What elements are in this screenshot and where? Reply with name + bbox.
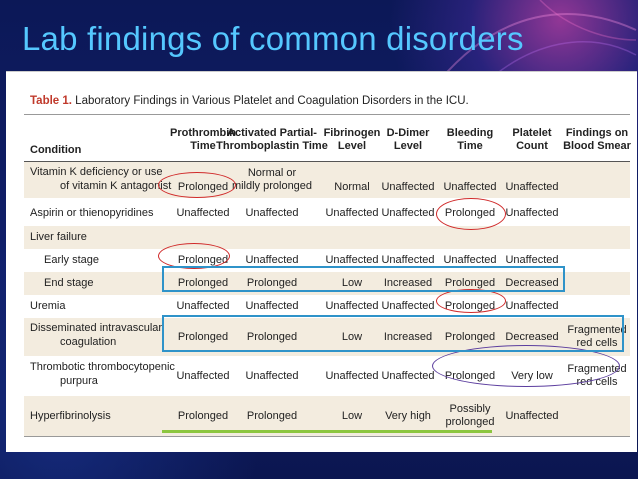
cell-dd: Increased [383,277,433,289]
table-caption-text: Laboratory Findings in Various Platelet … [75,95,469,107]
row-condition-cont: purpura [60,375,98,387]
header-dd: D-Dimer Level [386,127,430,152]
cell-bt: Prolonged [444,330,496,343]
cell-aptt: Prolonged [246,277,298,289]
cell-dd: Very high [385,409,431,422]
header-rule [24,161,630,162]
cell-bt: Unaffected [443,254,497,266]
cell-aptt: Unaffected [245,207,299,219]
row-condition: Vitamin K deficiency or use [30,166,163,178]
cell-fib: Normal [334,181,370,193]
highlight-box-dic [162,315,624,352]
slide-title: Lab findings of common disorders [22,20,524,57]
cell-aptt: Unaffected [245,254,299,266]
cell-pt: Unaffected [176,369,230,382]
cell-smear: Fragmented red cells [567,324,627,349]
header-condition: Condition [30,144,82,156]
highlight-ellipse-pt-vitk [158,172,236,198]
cell-dd: Increased [383,330,433,343]
cell-dd: Unaffected [381,207,435,219]
header-aptt: Activated Partial- Thromboplastin Time [216,127,328,152]
cell-plt: Unaffected [505,207,559,219]
row-condition-cont: coagulation [60,336,117,348]
cell-dd: Unaffected [381,369,435,382]
cell-fib: Low [341,409,363,422]
bottom-rule [24,436,630,437]
cell-aptt: Unaffected [245,300,299,312]
cell-fib: Unaffected [325,369,379,382]
highlight-ellipse-bt-uremia [436,289,506,313]
cell-fib: Unaffected [325,254,379,266]
cell-fib: Low [341,277,363,289]
cell-plt: Unaffected [505,181,559,193]
cell-plt: Decreased [505,277,559,289]
row-condition: Early stage [44,254,100,266]
cell-fib: Low [341,330,363,343]
cell-pt: Prolonged [177,330,229,343]
cell-bt: Unaffected [443,181,497,193]
header-fib: Fibrinogen Level [323,127,381,152]
header-plt: Platelet Count [512,127,552,152]
table-caption: Table 1. Laboratory Findings in Various … [30,95,469,107]
row-condition: Thrombotic thrombocytopenic [30,361,175,373]
cell-fib: Unaffected [325,207,379,219]
cell-fib: Unaffected [325,300,379,312]
cell-pt: Prolonged [177,277,229,289]
cell-dd: Unaffected [381,181,435,193]
cell-pt: Prolonged [177,409,229,422]
row-condition: Aspirin or thienopyridines [30,207,154,219]
table-row-band [24,396,630,436]
header-pt: Prothrombin Time [170,127,236,152]
underline-bar [162,430,492,433]
row-condition: Liver failure [30,231,87,243]
table-image-panel [6,71,637,452]
header-smear: Findings on Blood Smear [563,127,631,152]
row-condition: End stage [44,277,94,289]
caption-rule [24,114,630,115]
table-caption-label: Table 1. [30,95,72,107]
cell-plt: Unaffected [505,254,559,266]
highlight-ellipse-pt-liver [158,243,230,269]
highlight-ellipse-ttp [432,345,620,387]
row-condition-cont: of vitamin K antagonist [60,180,172,192]
table-row-band [24,226,630,249]
cell-bt: Possibly prolonged [445,403,495,428]
cell-pt: Unaffected [176,300,230,312]
cell-plt: Unaffected [505,300,559,312]
cell-pt: Unaffected [176,207,230,219]
row-condition: Uremia [30,300,66,312]
header-bt: Bleeding Time [446,127,494,152]
highlight-ellipse-bt-aspirin [436,198,506,230]
row-condition: Disseminated intravascular [30,322,163,334]
cell-aptt: Normal or mildly prolonged [231,167,313,192]
cell-aptt: Prolonged [246,409,298,422]
cell-aptt: Unaffected [245,369,299,382]
cell-plt: Unaffected [505,409,559,422]
row-condition: Hyperfibrinolysis [30,409,111,422]
table-row-band [24,162,630,198]
highlight-box-end-stage [162,266,565,292]
cell-plt: Decreased [505,330,559,343]
cell-dd: Unaffected [381,300,435,312]
cell-aptt: Prolonged [246,330,298,343]
cell-bt: Prolonged [444,277,496,289]
cell-dd: Unaffected [381,254,435,266]
